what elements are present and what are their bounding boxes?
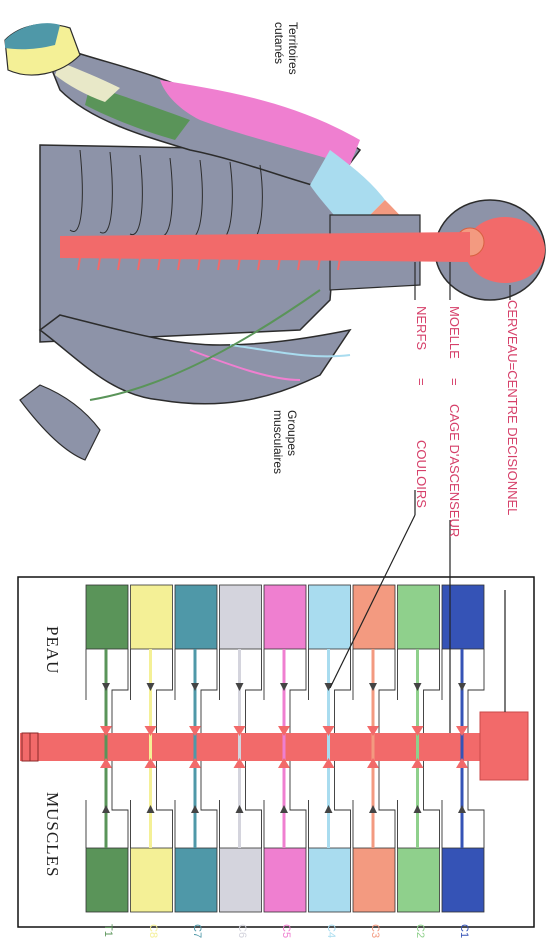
muscle-block-C2 (398, 848, 440, 912)
skin-block-C1 (442, 585, 484, 649)
skin-block-C3 (353, 585, 395, 649)
muscle-block-C5 (264, 848, 306, 912)
segment-label-C7: C7 (191, 924, 203, 938)
segment-label-C3: C3 (369, 924, 381, 938)
label-nerfs: NERFS (414, 306, 429, 350)
label-cage: CAGE D'ASCENSEUR (447, 404, 462, 537)
muscle-block-T1 (86, 848, 128, 912)
label-eq2: = (414, 378, 429, 386)
skin-block-T1 (86, 585, 128, 649)
skin-block-C6 (220, 585, 262, 649)
skin-block-C5 (264, 585, 306, 649)
label-moelle: MOELLE (447, 306, 462, 359)
label-couloirs: COULOIRS (414, 440, 429, 508)
spinal-cord (60, 232, 470, 262)
segment-label-C4: C4 (325, 924, 337, 938)
label-muscles: MUSCLES (42, 792, 62, 877)
muscle-block-C4 (309, 848, 351, 912)
segment-label-C5: C5 (280, 924, 292, 938)
muscle-block-C6 (220, 848, 262, 912)
skin-block-C2 (398, 585, 440, 649)
label-territoires: Territoires cutanés (272, 22, 300, 75)
muscle-block-C8 (131, 848, 173, 912)
muscle-block-C3 (353, 848, 395, 912)
label-eq1: = (447, 378, 462, 386)
schematic-cord (20, 733, 482, 761)
body-figure (5, 23, 545, 460)
label-cerveau: CERVEAU=CENTRE DECISIONNEL (505, 300, 520, 515)
muscle-block-C1 (442, 848, 484, 912)
skin-block-C8 (131, 585, 173, 649)
schematic-brain (480, 712, 528, 780)
lower-hand (20, 385, 100, 460)
label-peau: PEAU (42, 626, 62, 674)
segment-label-C1: C1 (458, 924, 470, 938)
label-groupes: Groupes musculaires (271, 410, 299, 474)
muscle-block-C7 (175, 848, 217, 912)
segment-label-C6: C6 (236, 924, 248, 938)
segment-label-C2: C2 (414, 924, 426, 938)
segment-label-T1: T1 (102, 924, 114, 937)
skin-block-C7 (175, 585, 217, 649)
segment-label-C8: C8 (147, 924, 159, 938)
skin-block-C4 (309, 585, 351, 649)
hand-top-blue (5, 23, 60, 49)
